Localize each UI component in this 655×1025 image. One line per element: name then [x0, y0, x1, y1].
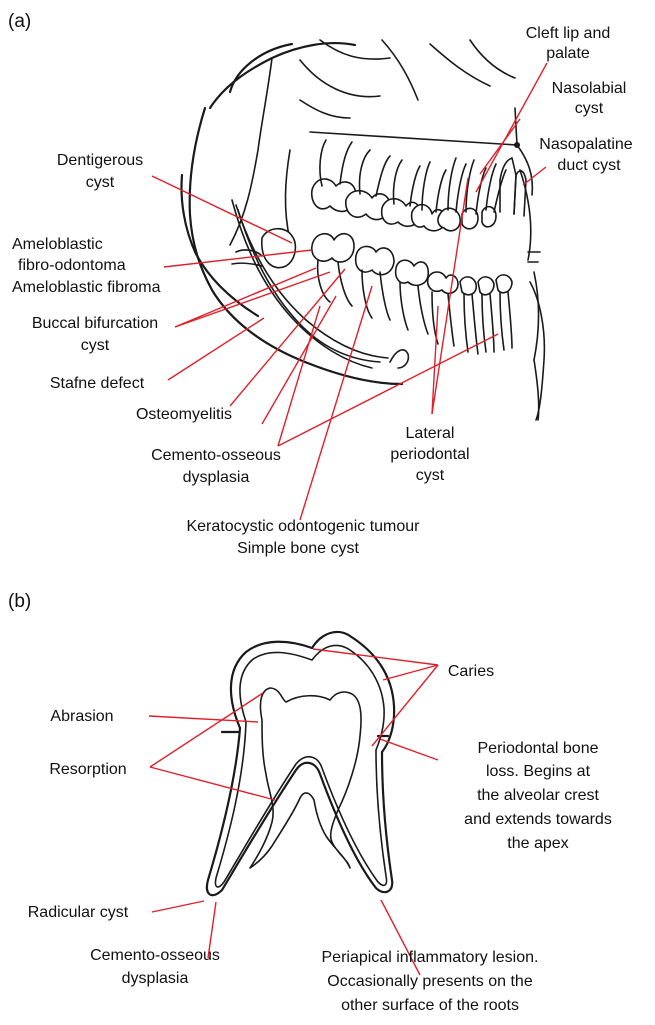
label-keratocystic: Keratocystic odontogenic tumour — [186, 518, 420, 535]
label-lateral-line2: periodontal — [390, 446, 469, 463]
tooth-cross-section — [207, 632, 394, 895]
panel-b-labels: Caries Abrasion Resorption Periodontal b… — [28, 663, 612, 1014]
label-lateral-line1: Lateral — [406, 425, 455, 442]
panel-b-tag: (b) — [8, 591, 31, 612]
label-caries: Caries — [448, 663, 494, 680]
label-periapical-line3: other surface of the roots — [341, 997, 519, 1014]
label-radicular-cyst: Radicular cyst — [28, 904, 129, 921]
label-periodontal-line5: the apex — [507, 835, 568, 852]
label-periapical-line2: Occasionally presents on the — [327, 973, 533, 990]
label-simple-bone-cyst: Simple bone cyst — [237, 540, 359, 557]
label-periodontal-line2: loss. Begins at — [486, 763, 591, 780]
label-periapical-line1: Periapical inflammatory lesion. — [322, 949, 539, 966]
label-periodontal-line1: Periodontal bone — [478, 740, 599, 757]
label-ameloblastic-line2: fibro-odontoma — [18, 257, 126, 274]
label-periodontal-line3: the alveolar crest — [477, 787, 599, 804]
label-nasopalatine-line2: duct cyst — [557, 157, 621, 174]
label-cleft-lip-line1: Cleft lip and — [526, 25, 611, 42]
label-abrasion: Abrasion — [50, 708, 113, 725]
label-periodontal-line4: and extends towards — [464, 811, 612, 828]
label-cemento-a-line1: Cemento-osseous — [151, 447, 281, 464]
label-cleft-lip-line2: palate — [546, 45, 590, 62]
panel-a-tag: (a) — [8, 11, 31, 32]
jaw-illustration — [182, 40, 545, 420]
label-nasopalatine-line1: Nasopalatine — [539, 136, 633, 153]
label-buccal-line1: Buccal bifurcation — [32, 315, 158, 332]
label-nasolabial-line2: cyst — [575, 100, 604, 117]
label-stafne: Stafne defect — [50, 375, 145, 392]
label-ameloblastic-line3: Ameloblastic fibroma — [12, 279, 161, 296]
label-ameloblastic-line1: Ameloblastic — [12, 236, 103, 253]
label-cemento-b-line1: Cemento-osseous — [90, 947, 220, 964]
label-resorption: Resorption — [49, 761, 126, 778]
label-osteomyelitis: Osteomyelitis — [136, 406, 232, 423]
label-cemento-b-line2: dysplasia — [122, 970, 189, 987]
label-cemento-a-line2: dysplasia — [183, 469, 250, 486]
label-buccal-line2: cyst — [81, 337, 110, 354]
label-lateral-line3: cyst — [416, 467, 445, 484]
label-dentigerous-line1: Dentigerous — [57, 152, 143, 169]
label-dentigerous-line2: cyst — [86, 174, 115, 191]
label-nasolabial-line1: Nasolabial — [552, 80, 627, 97]
